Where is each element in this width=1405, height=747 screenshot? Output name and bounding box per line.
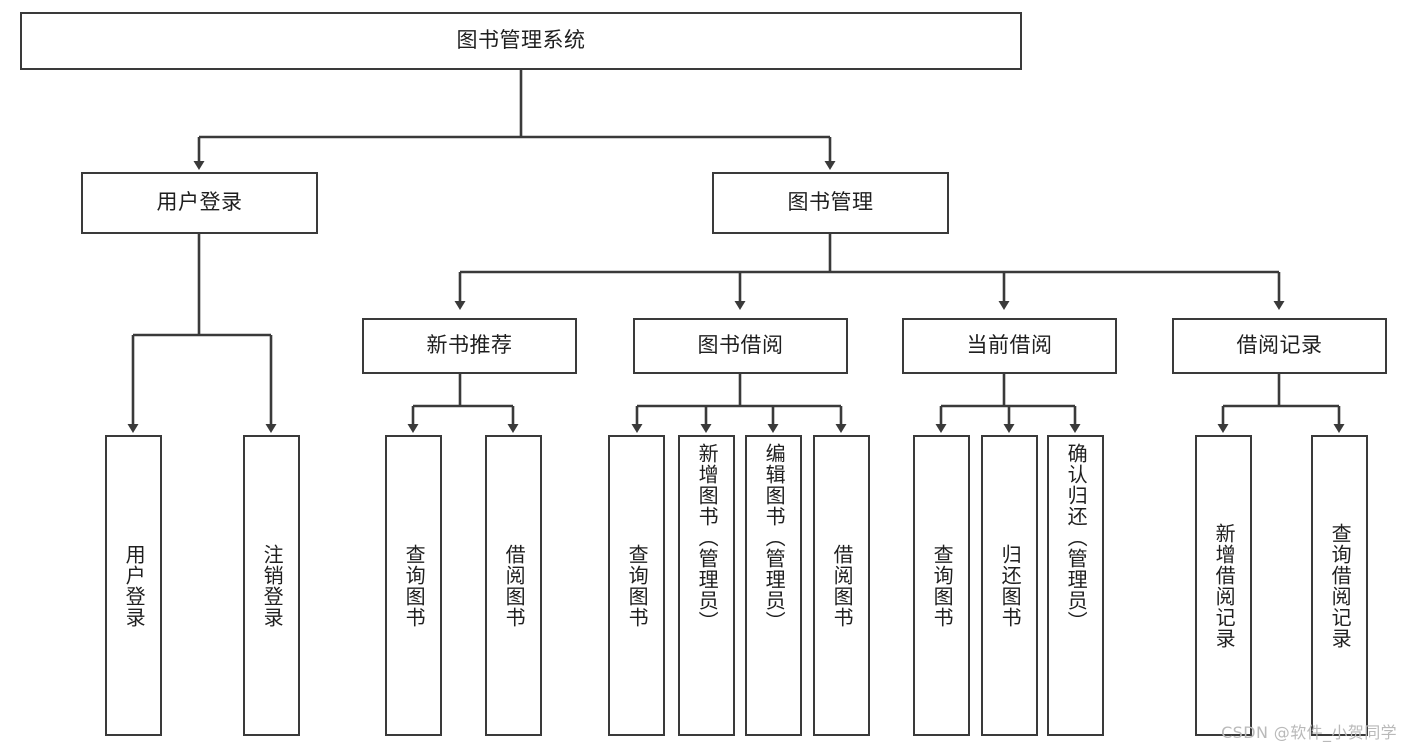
node-label: 确认归还（管理员） (1064, 443, 1089, 632)
node-label: 图书管理 (787, 190, 874, 215)
node-new-book-recommend[interactable]: 新书推荐 (362, 318, 577, 374)
leaf-query-book-current[interactable]: 查询图书 (913, 435, 970, 736)
csdn-watermark: CSDN @软件_小贺同学 (1221, 723, 1397, 742)
node-label: 借阅图书 (502, 543, 527, 628)
leaf-borrow-book[interactable]: 借阅图书 (813, 435, 870, 736)
node-label: 新增借阅记录 (1212, 522, 1237, 649)
node-label: 查询图书 (402, 543, 427, 628)
node-current-borrow[interactable]: 当前借阅 (902, 318, 1117, 374)
node-book-manage[interactable]: 图书管理 (712, 172, 949, 234)
node-borrow-record[interactable]: 借阅记录 (1172, 318, 1387, 374)
node-label: 用户登录 (156, 190, 243, 215)
leaf-user-login[interactable]: 用户登录 (105, 435, 162, 736)
leaf-add-book-admin[interactable]: 新增图书（管理员） (678, 435, 735, 736)
node-label: 借阅记录 (1236, 333, 1323, 358)
node-user-login[interactable]: 用户登录 (81, 172, 318, 234)
node-label: 归还图书 (998, 543, 1023, 628)
node-label: 当前借阅 (966, 333, 1053, 358)
leaf-query-book-borrow[interactable]: 查询图书 (608, 435, 665, 736)
node-label: 编辑图书（管理员） (762, 443, 787, 632)
node-label: 图书借阅 (697, 333, 784, 358)
node-label: 借阅图书 (830, 543, 855, 628)
node-label: 新增图书（管理员） (695, 443, 720, 632)
leaf-user-logout[interactable]: 注销登录 (243, 435, 300, 736)
node-label: 查询图书 (625, 543, 650, 628)
node-label: 用户登录 (122, 543, 147, 628)
node-label: 注销登录 (260, 543, 285, 628)
leaf-query-book-recommend[interactable]: 查询图书 (385, 435, 442, 736)
leaf-confirm-return-admin[interactable]: 确认归还（管理员） (1047, 435, 1104, 736)
leaf-return-book[interactable]: 归还图书 (981, 435, 1038, 736)
node-label: 新书推荐 (426, 333, 513, 358)
node-label: 查询图书 (930, 543, 955, 628)
leaf-borrow-book-recommend[interactable]: 借阅图书 (485, 435, 542, 736)
leaf-add-borrow-record[interactable]: 新增借阅记录 (1195, 435, 1252, 736)
node-root-system[interactable]: 图书管理系统 (20, 12, 1022, 70)
node-label: 图书管理系统 (456, 28, 586, 53)
leaf-edit-book-admin[interactable]: 编辑图书（管理员） (745, 435, 802, 736)
node-book-borrow[interactable]: 图书借阅 (633, 318, 848, 374)
node-label: 查询借阅记录 (1328, 522, 1353, 649)
leaf-query-borrow-record[interactable]: 查询借阅记录 (1311, 435, 1368, 736)
